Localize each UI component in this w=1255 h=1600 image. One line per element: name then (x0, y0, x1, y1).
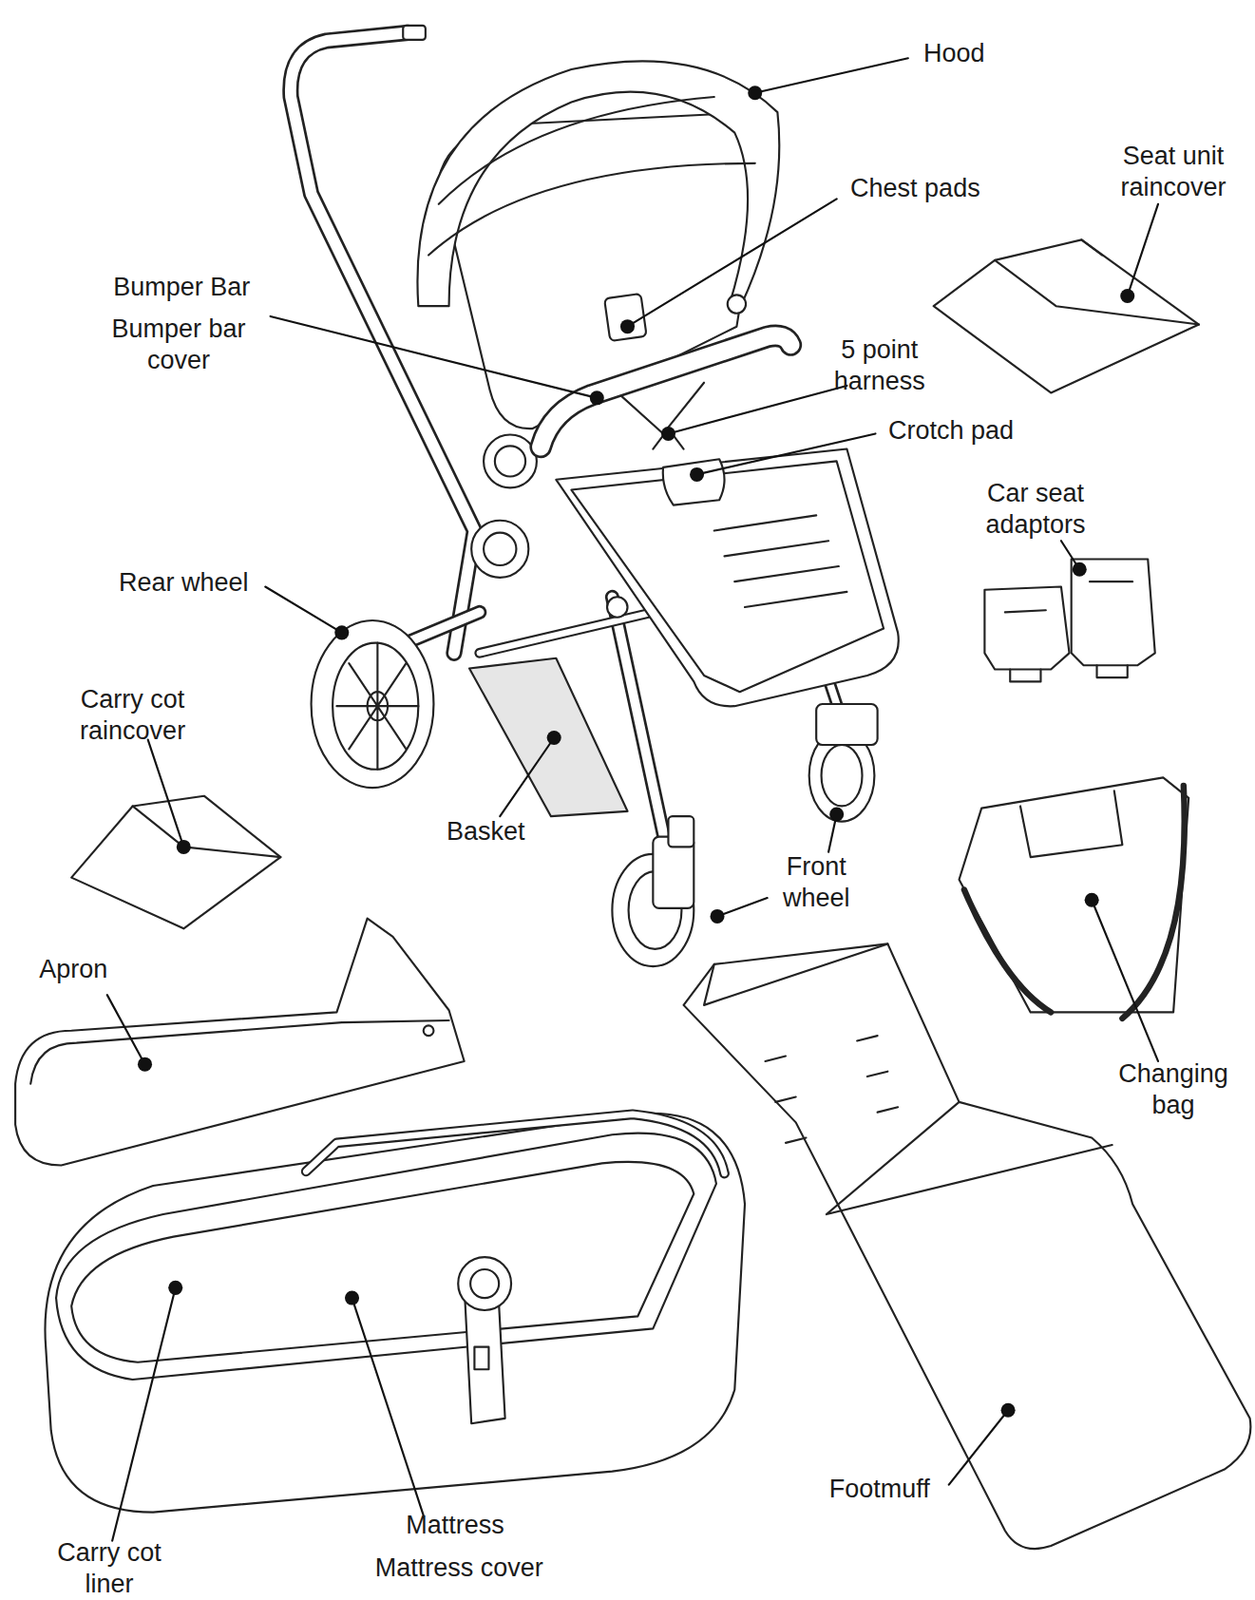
part-label: Crotch pad (888, 415, 1014, 447)
bumper-bar-drawing (540, 335, 791, 447)
frame (290, 25, 848, 857)
part-label: Basket (446, 816, 526, 848)
basket-drawing (469, 658, 628, 817)
leader-lines (107, 57, 1159, 1541)
seat-raincover-drawing (933, 239, 1199, 393)
rear-wheel-drawing (311, 620, 435, 788)
footmuff-drawing (684, 943, 1252, 1549)
part-label: Bumper Bar (113, 271, 250, 304)
part-label: Hood (923, 38, 986, 70)
part-label: Front wheel (773, 851, 860, 914)
carry-cot-drawing (44, 1113, 745, 1513)
seat-drawing (438, 114, 899, 706)
part-label: Carry cot raincover (68, 684, 196, 747)
part-label: Mattress cover (375, 1552, 544, 1584)
part-label: Mattress (405, 1509, 505, 1541)
part-label: Apron (38, 953, 108, 986)
leader-dots (137, 85, 1135, 1418)
part-label: Carry cot liner (45, 1537, 173, 1600)
part-label: Rear wheel (118, 567, 249, 599)
carry-cot-raincover-drawing (71, 796, 281, 930)
apron-drawing (15, 918, 465, 1166)
part-label: Bumper bar cover (101, 313, 255, 377)
part-label: Seat unit raincover (1102, 140, 1245, 204)
hood-drawing (417, 60, 780, 313)
part-label: Chest pads (850, 172, 981, 205)
part-label: 5 point harness (823, 334, 936, 398)
car-seat-adaptor-drawing (984, 559, 1155, 683)
part-label: Changing bag (1112, 1058, 1236, 1122)
part-label: Footmuff (829, 1473, 931, 1505)
part-label: Car seat adaptors (974, 477, 1098, 541)
front-wheel-drawing (611, 703, 877, 967)
changing-bag-drawing (959, 777, 1190, 1018)
